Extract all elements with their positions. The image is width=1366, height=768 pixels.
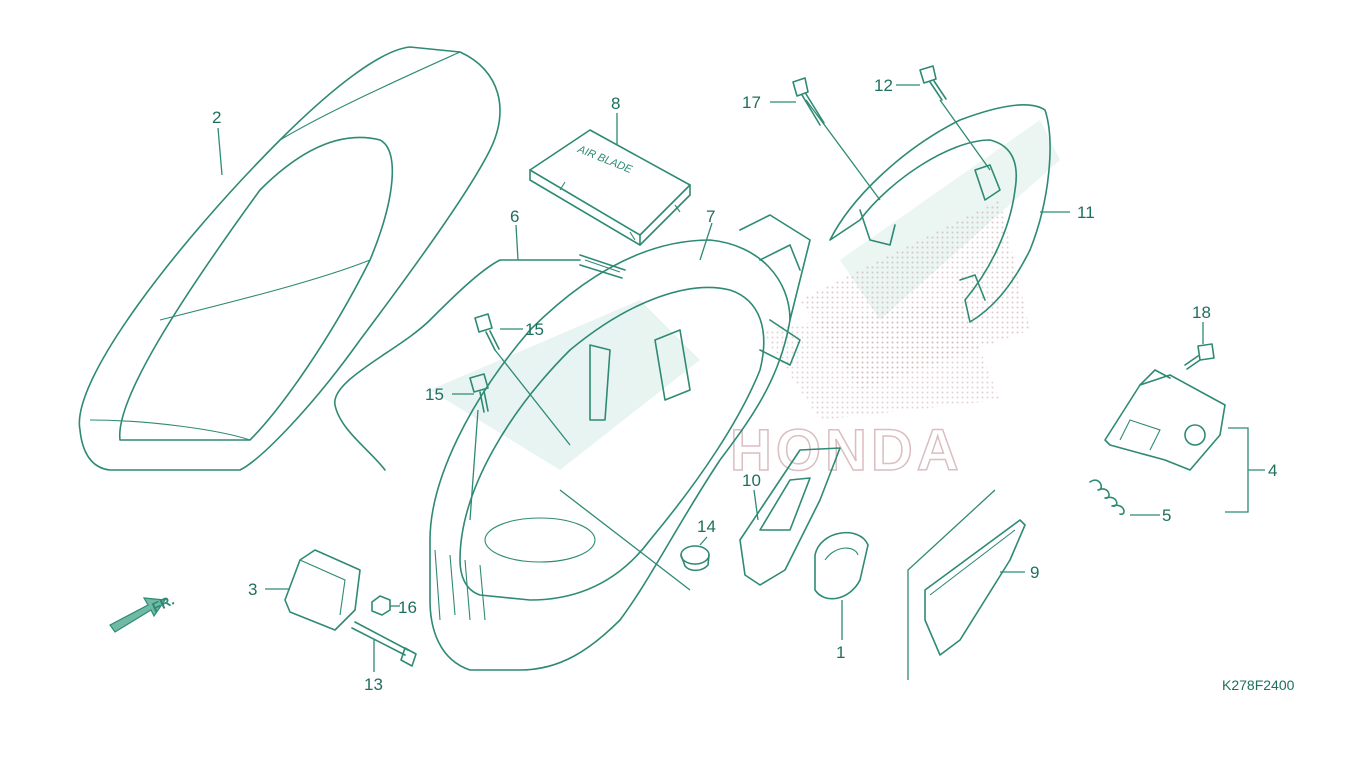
callout-6: 6	[510, 207, 519, 226]
honda-watermark: HONDA	[430, 120, 1060, 484]
nut-16[interactable]	[371, 595, 391, 616]
bolt-13[interactable]	[351, 621, 417, 667]
callout-18: 18	[1192, 303, 1211, 322]
callout-4: 4	[1268, 461, 1277, 480]
watermark-text: HONDA	[730, 418, 963, 483]
callout-2: 2	[212, 108, 221, 127]
callout-15-lower: 15	[425, 385, 444, 404]
callout-8: 8	[611, 94, 620, 113]
bolt-15-upper[interactable]	[474, 313, 500, 351]
part-plug[interactable]	[680, 545, 710, 572]
callout-13: 13	[364, 675, 383, 694]
callout-numbers: 2 8 17 12 11 6 7 15 15 18 4 5 10 14 9 3 …	[212, 76, 1277, 694]
callout-7: 7	[706, 207, 715, 226]
cover-emblem: AIR BLADE	[575, 143, 634, 176]
bolt-15-lower[interactable]	[469, 373, 489, 413]
part-seat[interactable]	[78, 46, 501, 471]
part-lid[interactable]	[924, 519, 1026, 656]
part-seat-lock[interactable]	[1104, 369, 1226, 471]
callout-11: 11	[1077, 203, 1095, 222]
callout-12: 12	[874, 76, 893, 95]
part-rear-grip[interactable]	[829, 104, 1051, 323]
part-bracket[interactable]	[284, 549, 361, 631]
bolt-12[interactable]	[919, 65, 947, 101]
callout-16: 16	[398, 598, 417, 617]
bolt-18[interactable]	[1184, 343, 1215, 370]
leader-lines	[217, 84, 1265, 680]
part-spring[interactable]	[1089, 479, 1125, 515]
part-luggage-box[interactable]	[429, 214, 811, 671]
front-direction-arrow: FR.	[109, 592, 177, 633]
callout-10: 10	[742, 471, 761, 490]
callout-14: 14	[697, 517, 716, 536]
bolt-17[interactable]	[792, 77, 825, 126]
callout-5: 5	[1162, 506, 1171, 525]
callout-1: 1	[836, 643, 845, 662]
front-label: FR.	[149, 592, 176, 616]
part-cover[interactable]: AIR BLADE	[529, 129, 691, 246]
part-cable[interactable]	[334, 254, 626, 471]
part-pocket[interactable]	[739, 447, 841, 586]
callout-15-upper: 15	[525, 320, 544, 339]
diagram-code: K278F2400	[1222, 677, 1295, 693]
callout-3: 3	[248, 580, 257, 599]
callout-9: 9	[1030, 563, 1039, 582]
callout-17: 17	[742, 93, 761, 112]
part-socket[interactable]	[814, 531, 869, 600]
